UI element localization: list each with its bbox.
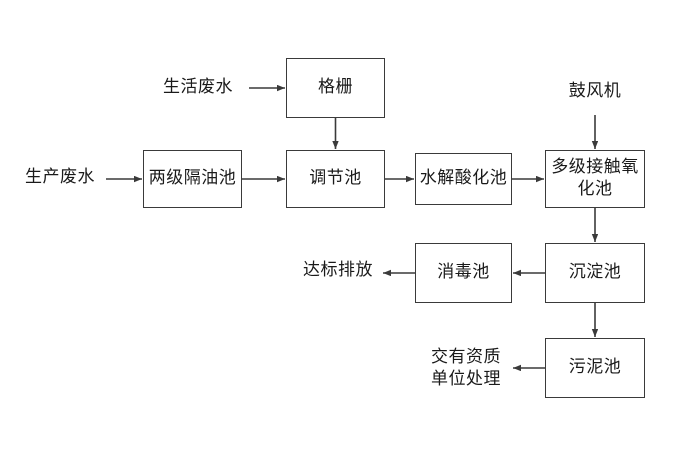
node-oxidation[interactable]: 多级接触氧 化池 [545, 150, 645, 208]
label-domestic-wastewater: 生活废水 [163, 77, 233, 97]
node-hydrolysis[interactable]: 水解酸化池 [415, 153, 512, 205]
node-sedimentation-label: 沉淀池 [568, 262, 622, 283]
node-oil-separator-label: 两级隔油池 [148, 168, 237, 189]
node-sludge-label: 污泥池 [568, 357, 622, 378]
node-grating-label: 格栅 [318, 77, 353, 98]
node-oil-separator[interactable]: 两级隔油池 [143, 150, 242, 208]
label-compliant-discharge: 达标排放 [303, 260, 373, 280]
node-regulating[interactable]: 调节池 [286, 150, 385, 208]
label-qualified-unit: 交有资质 单位处理 [431, 347, 501, 390]
node-oxidation-label: 多级接触氧 化池 [551, 157, 639, 199]
node-regulating-label: 调节池 [309, 168, 362, 189]
label-production-wastewater: 生产废水 [25, 167, 95, 187]
node-sedimentation[interactable]: 沉淀池 [545, 243, 645, 303]
label-blower: 鼓风机 [568, 81, 622, 101]
node-hydrolysis-label: 水解酸化池 [419, 168, 508, 189]
node-disinfection-label: 消毒池 [437, 262, 490, 283]
node-grating[interactable]: 格栅 [286, 58, 385, 118]
node-sludge[interactable]: 污泥池 [545, 338, 645, 398]
node-disinfection[interactable]: 消毒池 [415, 243, 512, 303]
